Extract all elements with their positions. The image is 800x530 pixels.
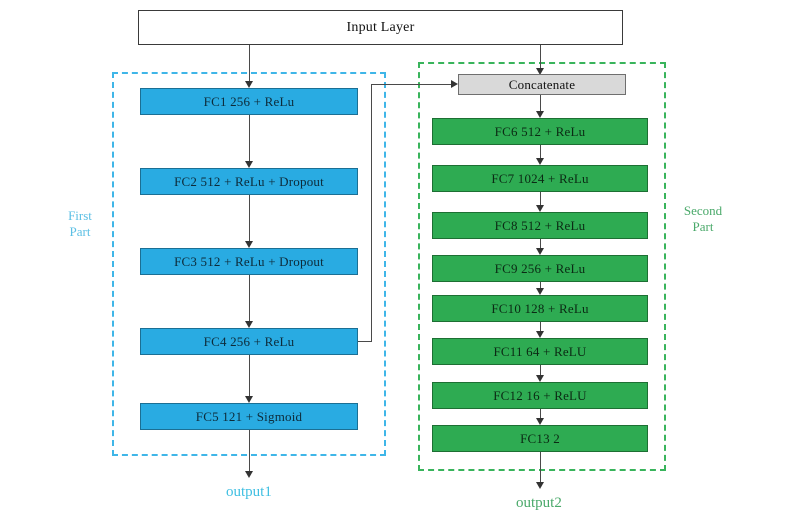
arrowhead-fc6-to-fc7 [535, 158, 544, 165]
arrowhead-fc3-to-fc4 [244, 321, 253, 328]
output-label-output1: output1 [226, 484, 272, 500]
arrowhead-fc11-to-fc12 [535, 375, 544, 382]
arrowhead-fc12-to-fc13 [535, 418, 544, 425]
layer-box-fc12: FC12 16 + ReLU [432, 382, 648, 409]
layer-box-fc8: FC8 512 + ReLu [432, 212, 648, 239]
arrowhead-fc1-to-fc2 [244, 161, 253, 168]
connector-fc3-to-fc4 [249, 275, 250, 321]
connector-fc7-to-fc8 [540, 192, 541, 205]
input-layer-box: Input Layer [138, 10, 623, 45]
connector-fc8-to-fc9 [540, 239, 541, 248]
layer-box-fc11: FC11 64 + ReLU [432, 338, 648, 365]
connector-input-to-fc1 [249, 45, 250, 81]
layer-box-fc2: FC2 512 + ReLu + Dropout [140, 168, 358, 195]
arrowhead-fc4-to-fc5 [244, 396, 253, 403]
connector-fc10-to-fc11 [540, 322, 541, 331]
connector-fc6-to-fc7 [540, 145, 541, 158]
skip-connection-to-concatenate-segment [371, 84, 451, 85]
connector-fc11-to-fc12 [540, 365, 541, 375]
output-label-output2: output2 [516, 495, 562, 511]
connector-fc9-to-fc10 [540, 282, 541, 288]
connector-fc12-to-fc13 [540, 409, 541, 418]
layer-box-fc3: FC3 512 + ReLu + Dropout [140, 248, 358, 275]
arrowhead-fc7-to-fc8 [535, 205, 544, 212]
layer-box-fc7: FC7 1024 + ReLu [432, 165, 648, 192]
layer-box-fc4: FC4 256 + ReLu [140, 328, 358, 355]
arrowhead-fc10-to-fc11 [535, 331, 544, 338]
connector-input-to-concatenate [540, 45, 541, 68]
skip-connection-vertical-segment [371, 84, 372, 342]
layer-box-fc5: FC5 121 + Sigmoid [140, 403, 358, 430]
connector-fc1-to-fc2 [249, 115, 250, 161]
concatenate-box: Concatenate [458, 74, 626, 95]
connector-fc13-to-output2 [540, 452, 541, 482]
connector-concatenate-to-fc6 [540, 95, 541, 111]
layer-box-fc10: FC10 128 + ReLu [432, 295, 648, 322]
arrowhead-concatenate-to-fc6 [535, 111, 544, 118]
group-label-second-part: Second Part [683, 203, 723, 235]
connector-fc5-to-output1 [249, 430, 250, 471]
skip-connection-fc4-right-segment [358, 341, 371, 342]
group-label-first-part: First Part [68, 208, 92, 240]
arrowhead-fc13-to-output2 [535, 482, 544, 489]
group-frame-second-part [418, 62, 666, 471]
arrowhead-fc5-to-output1 [244, 471, 253, 478]
layer-box-fc1: FC1 256 + ReLu [140, 88, 358, 115]
arrowhead-skip-to-concatenate [451, 79, 458, 88]
layer-box-fc6: FC6 512 + ReLu [432, 118, 648, 145]
arrowhead-input-to-concatenate [535, 68, 544, 75]
arrowhead-fc9-to-fc10 [535, 288, 544, 295]
arrowhead-input-to-fc1 [244, 81, 253, 88]
connector-fc4-to-fc5 [249, 355, 250, 396]
layer-box-fc13: FC13 2 [432, 425, 648, 452]
layer-box-fc9: FC9 256 + ReLu [432, 255, 648, 282]
arrowhead-fc2-to-fc3 [244, 241, 253, 248]
connector-fc2-to-fc3 [249, 195, 250, 241]
arrowhead-fc8-to-fc9 [535, 248, 544, 255]
